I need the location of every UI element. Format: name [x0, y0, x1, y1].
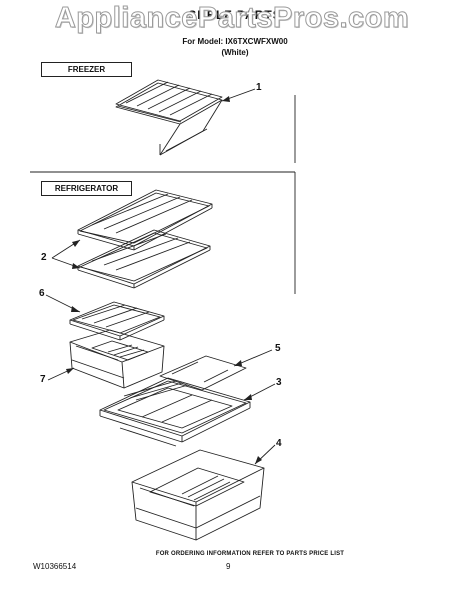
large-crisper-drawer — [131, 449, 265, 541]
callout-1: 1 — [256, 82, 262, 93]
freezer-section-frame — [30, 95, 296, 173]
refrigerator-section-label: REFRIGERATOR — [41, 181, 132, 196]
freezer-wire-shelf — [115, 79, 223, 156]
glass-insert-panel — [159, 355, 247, 391]
callout-6: 6 — [39, 288, 45, 299]
callout-7: 7 — [40, 374, 46, 385]
callout-5: 5 — [275, 343, 281, 354]
freezer-section-label: FREEZER — [41, 62, 132, 77]
callout-3: 3 — [276, 377, 282, 388]
leader-lines — [45, 88, 276, 465]
crisper-cover-shelf — [69, 301, 165, 341]
model-line: For Model: IX6TXCWFXW00 — [182, 37, 288, 46]
ordering-note: FOR ORDERING INFORMATION REFER TO PARTS … — [155, 551, 345, 557]
color-line: (White) — [221, 48, 249, 57]
crisper-cover-frame — [99, 377, 251, 447]
small-crisper-drawer — [69, 329, 165, 389]
page-number: 9 — [226, 562, 231, 571]
leader-arrowheads — [66, 96, 262, 464]
page-title: SHELF PARTS — [188, 8, 282, 22]
watermark: AppliancePartsPros.com — [54, 2, 410, 35]
refrigerator-glass-shelf-upper — [77, 189, 213, 251]
callout-4: 4 — [276, 438, 282, 449]
refrigerator-glass-shelf-lower — [77, 229, 211, 289]
callout-2: 2 — [41, 252, 47, 263]
document-number: W10366514 — [33, 562, 77, 571]
